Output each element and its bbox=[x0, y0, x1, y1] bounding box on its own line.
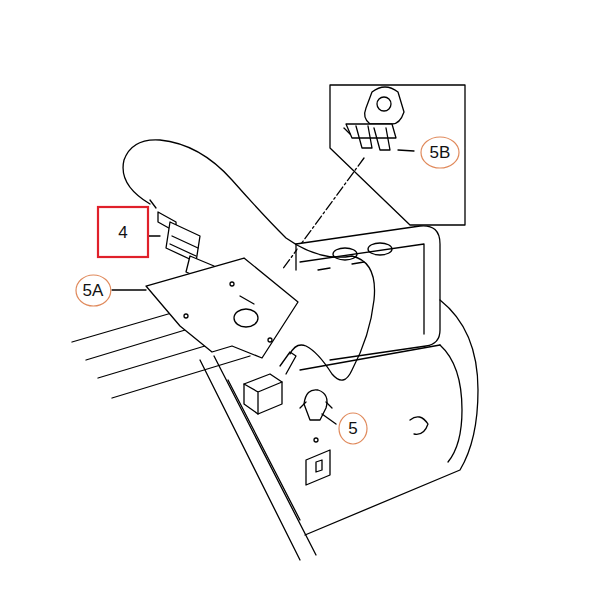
outline bbox=[98, 207, 148, 257]
callout-number: 4 bbox=[118, 224, 127, 241]
callout-circle: 5 bbox=[338, 412, 368, 445]
highlight-box: 4 bbox=[97, 206, 149, 258]
outline bbox=[421, 137, 459, 168]
callout-number: 5 bbox=[348, 420, 357, 437]
outline bbox=[339, 413, 367, 444]
callout-circle: 5A bbox=[75, 274, 112, 307]
callout-number: 5B bbox=[430, 144, 451, 161]
outline bbox=[76, 275, 111, 306]
callout-number: 5A bbox=[83, 282, 104, 299]
callout-circle: 5B bbox=[420, 136, 460, 169]
